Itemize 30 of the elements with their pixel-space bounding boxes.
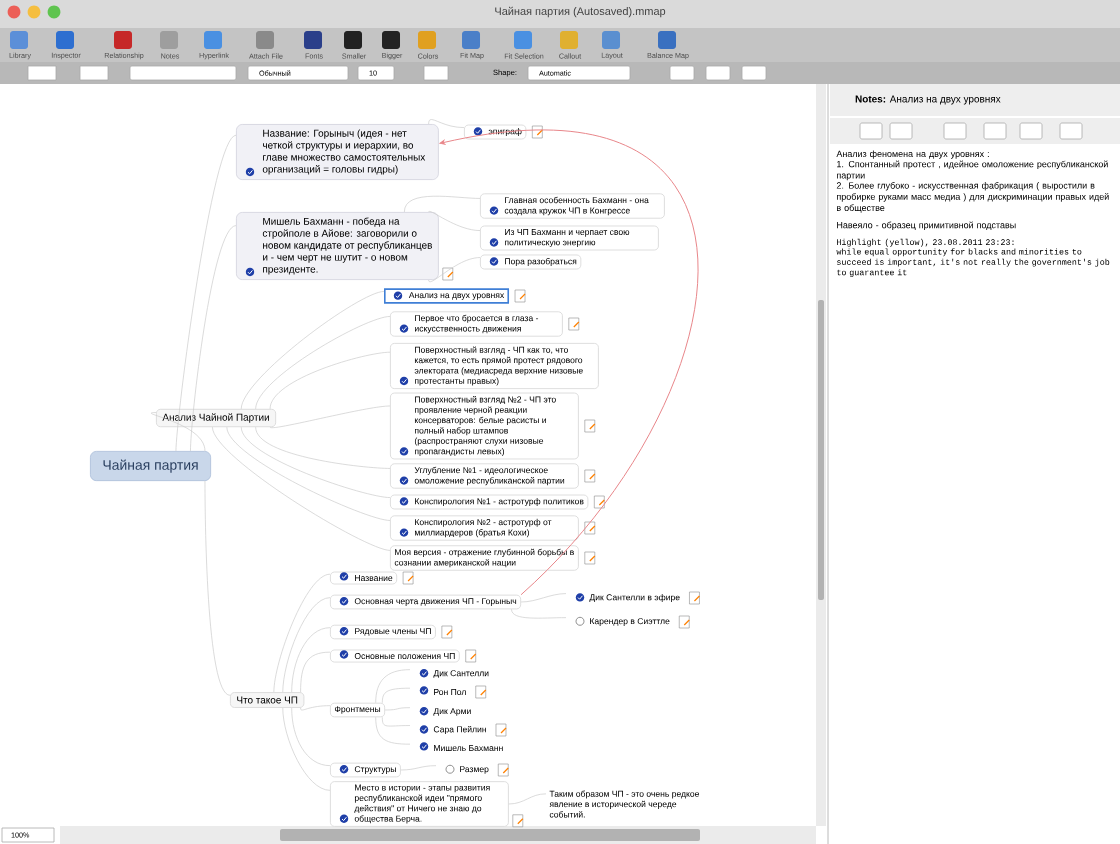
connector bbox=[269, 405, 391, 429]
connector bbox=[212, 426, 391, 551]
connector bbox=[240, 426, 391, 498]
connector bbox=[381, 716, 411, 727]
connector bbox=[300, 651, 331, 693]
connector bbox=[520, 593, 567, 603]
connector bbox=[375, 716, 411, 745]
connector bbox=[175, 134, 237, 452]
connector bbox=[428, 211, 481, 231]
connector bbox=[428, 257, 481, 283]
connector bbox=[240, 291, 385, 410]
connector bbox=[282, 597, 331, 693]
connector bbox=[291, 707, 331, 766]
connector bbox=[508, 793, 547, 805]
connector bbox=[273, 573, 331, 693]
connector bbox=[269, 351, 391, 410]
connector bbox=[204, 480, 231, 696]
connector bbox=[282, 707, 331, 791]
connector bbox=[255, 426, 391, 469]
connector bbox=[190, 225, 237, 452]
connector bbox=[255, 316, 391, 410]
connector bbox=[381, 687, 411, 704]
connector bbox=[150, 412, 206, 452]
connector bbox=[511, 608, 567, 619]
connector bbox=[226, 426, 391, 521]
connector bbox=[404, 195, 481, 213]
connector bbox=[291, 627, 331, 693]
connector bbox=[375, 669, 411, 704]
connector bbox=[428, 119, 465, 128]
connector bbox=[439, 129, 699, 596]
